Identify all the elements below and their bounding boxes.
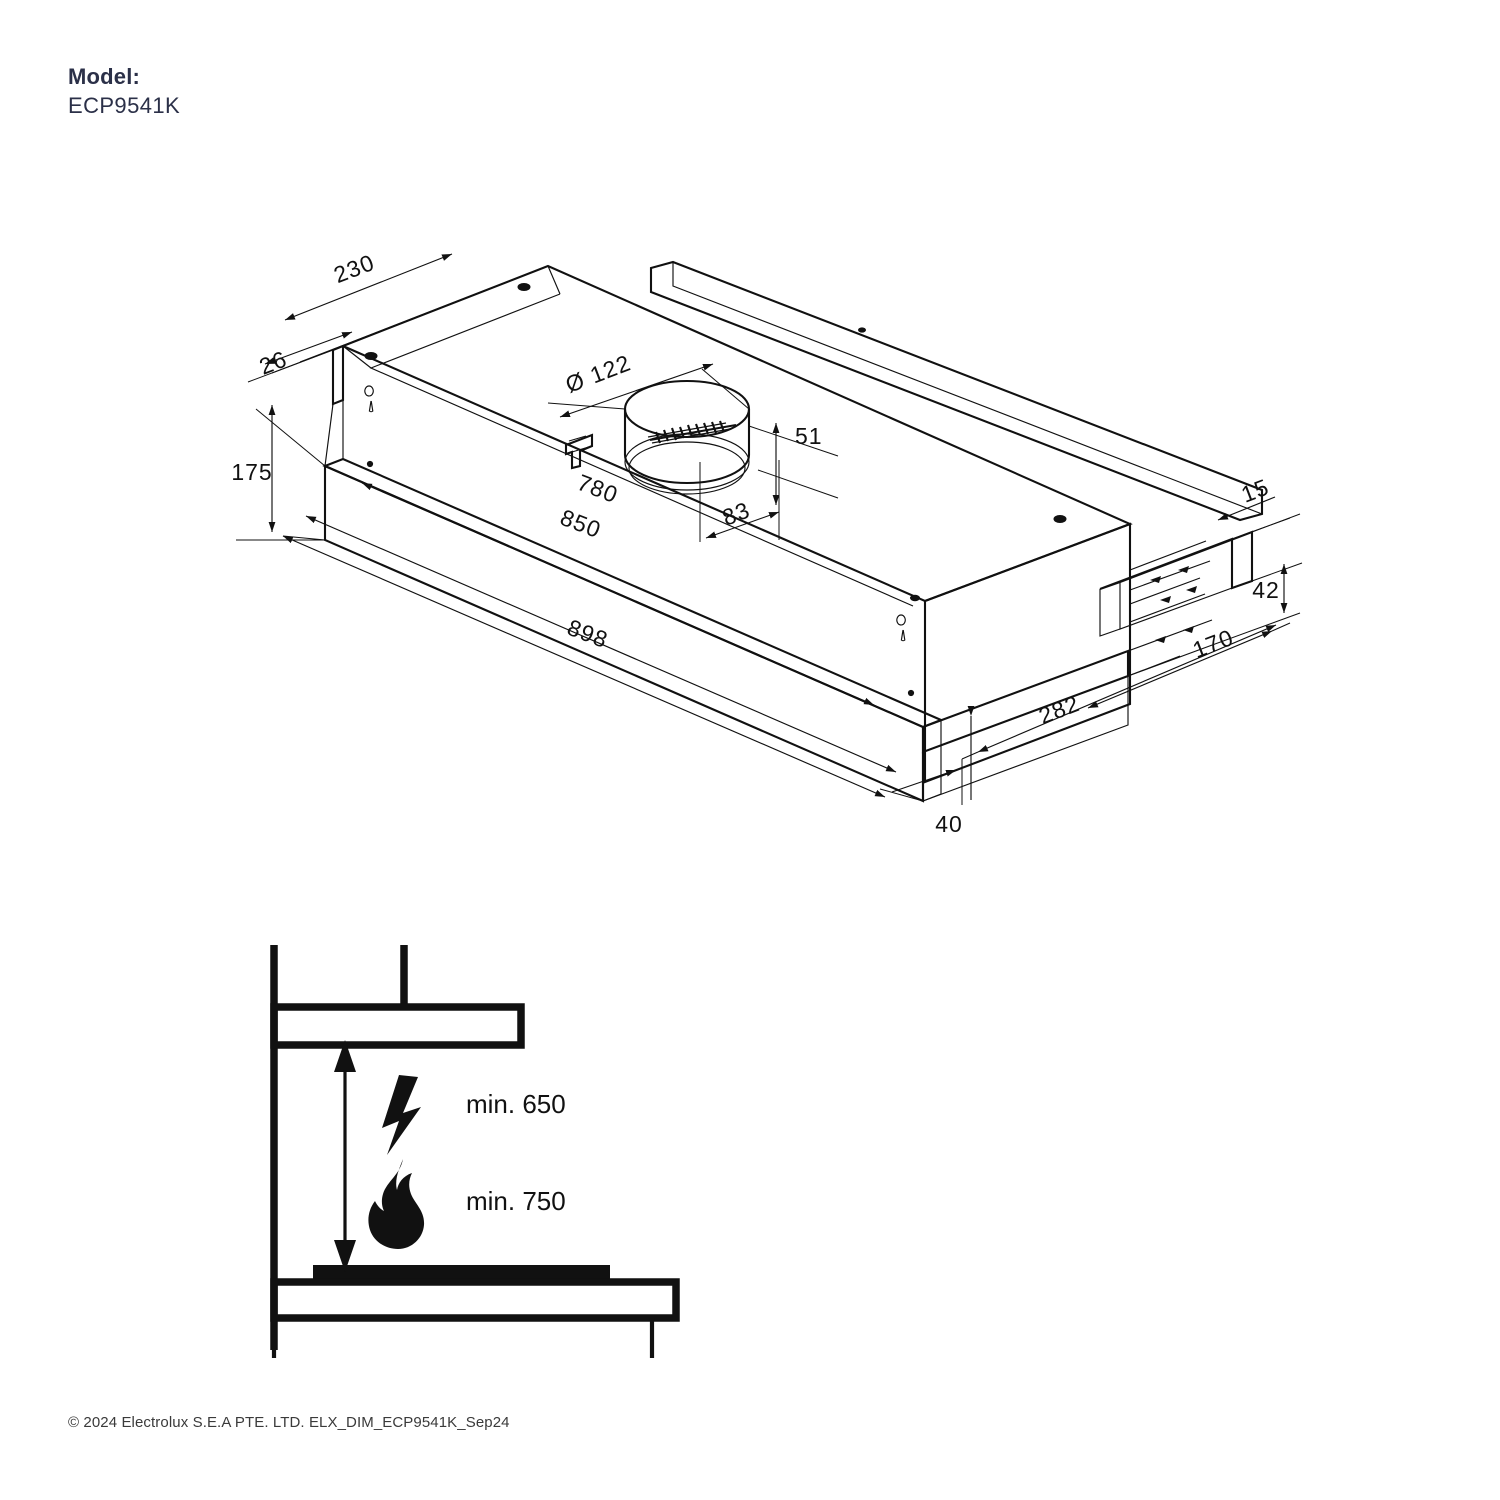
hood-isometric-geometry (322, 260, 1264, 803)
model-label: Model: (68, 64, 141, 89)
dim-51: 51 (795, 423, 823, 449)
copyright-footer: © 2024 Electrolux S.E.A PTE. LTD. ELX_DI… (68, 1414, 510, 1431)
dim-42: 42 (1252, 577, 1280, 603)
clearance-side-view-geometry: min. 650 min. 750 (270, 945, 680, 1358)
flame-icon (368, 1159, 425, 1249)
dim-230: 230 (330, 249, 378, 288)
dim-282: 282 (1035, 690, 1083, 729)
dim-83: 83 (719, 496, 754, 530)
isometric-dimension-labels: 230 26 175 Ø 122 51 83 780 850 898 15 42… (231, 249, 1280, 837)
lightning-bolt-icon (382, 1075, 421, 1155)
clearance-label-electric: min. 650 (466, 1089, 566, 1119)
model-number: ECP9541K (68, 93, 181, 119)
dim-dia122: Ø 122 (562, 349, 634, 398)
dim-15: 15 (1238, 473, 1273, 507)
dim-175: 175 (231, 459, 272, 485)
dim-170: 170 (1189, 624, 1237, 663)
clearance-label-gas: min. 750 (466, 1186, 566, 1216)
dim-26: 26 (256, 345, 291, 379)
model-header: Model: ECP9541K (68, 62, 180, 120)
dim-850: 850 (557, 504, 605, 543)
dim-40: 40 (935, 811, 963, 837)
isometric-dimension-lines (236, 253, 1303, 805)
